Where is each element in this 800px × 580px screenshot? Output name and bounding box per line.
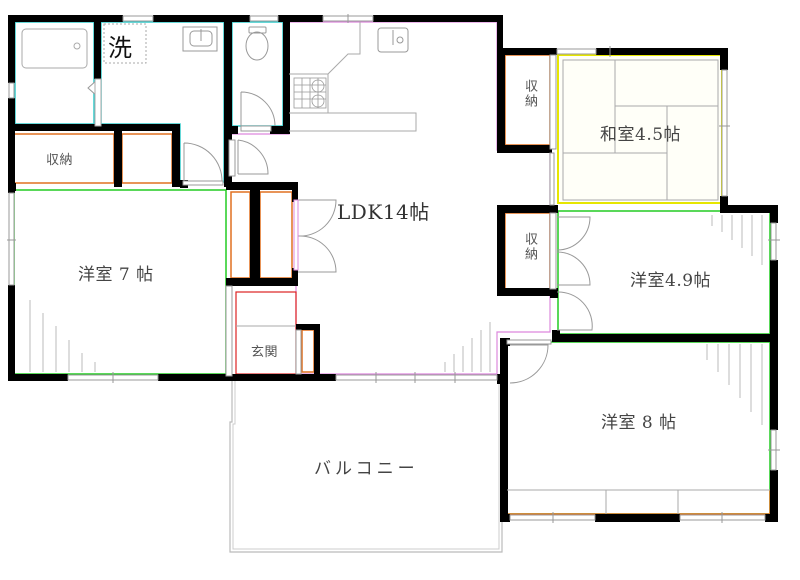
wash-basin-icon — [182, 26, 218, 52]
bathroom-outline — [14, 21, 95, 125]
windows — [7, 14, 780, 523]
western-room-8-label: 洋室 8 帖 — [601, 413, 677, 433]
tatami-mats — [562, 59, 719, 201]
doors — [87, 78, 593, 384]
japanese-room-outline — [557, 54, 723, 204]
toilet-outline — [231, 21, 284, 127]
balcony-label: バルコニー — [314, 459, 419, 479]
entrance-outline — [235, 291, 297, 375]
toilet-icon — [245, 26, 269, 61]
balcony-area — [229, 380, 503, 553]
storage-top-right-label: 収納 — [522, 79, 537, 109]
kitchen-counter — [289, 22, 417, 132]
washing-machine-label: 洗 — [108, 34, 133, 62]
gas-stove-icon — [293, 77, 327, 109]
closet-dividers — [507, 489, 770, 514]
storage-left-label: 収納 — [46, 153, 74, 168]
storage-mid-right-label: 収納 — [522, 232, 537, 262]
japanese-room-label: 和室4.5帖 — [600, 125, 682, 145]
entrance-label: 玄関 — [251, 345, 279, 360]
ldk-label: LDK14帖 — [337, 200, 430, 224]
bathtub-icon — [21, 28, 88, 69]
kitchen-sink-icon — [377, 27, 409, 53]
washer-space — [103, 23, 147, 64]
western-room-4.9-label: 洋室4.9帖 — [630, 271, 712, 291]
western-room-7-label: 洋室 7 帖 — [78, 265, 154, 285]
walls — [8, 15, 778, 522]
floor-hatch — [29, 215, 763, 425]
